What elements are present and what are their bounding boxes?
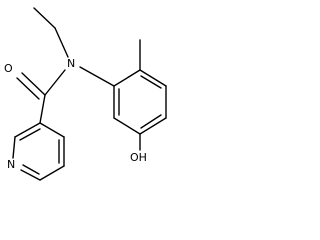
- bond-py-inner-3: [22, 164, 40, 175]
- bond-n-aryl: [79, 66, 115, 87]
- bond-ethyl-ch2-n: [54, 27, 69, 58]
- bond-ar-inner-2: [140, 114, 162, 129]
- atom-label-amide-nitrogen: N: [67, 57, 75, 70]
- structure-canvas: O N N OH: [0, 0, 185, 206]
- atom-label-carbonyl-oxygen: O: [4, 62, 13, 75]
- bond-carbonyl-double-1: [21, 72, 46, 96]
- bond-carbonyl-double-2: [16, 77, 40, 100]
- bond-py-1: [39, 122, 65, 138]
- bond-py-5: [12, 136, 16, 159]
- bond-ar-5: [113, 117, 141, 135]
- atom-label-pyridine-nitrogen: N: [7, 158, 15, 171]
- bond-py-4: [20, 169, 41, 181]
- bond-n-carbonyl: [44, 69, 66, 96]
- bond-py-3: [39, 165, 65, 181]
- bond-carbonyl-pyridine: [39, 94, 46, 124]
- bond-ar-1: [113, 69, 141, 87]
- bond-ar-2: [139, 69, 167, 87]
- bond-py-6: [14, 122, 41, 138]
- chemical-structure: O N N OH: [4, 7, 167, 181]
- atom-label-hydroxyl: OH: [130, 151, 147, 164]
- bond-ethyl-ch3: [33, 7, 56, 29]
- bond-ar-4: [139, 117, 167, 135]
- bond-ar-inner-1: [140, 75, 162, 89]
- bond-py-inner-1: [19, 128, 41, 141]
